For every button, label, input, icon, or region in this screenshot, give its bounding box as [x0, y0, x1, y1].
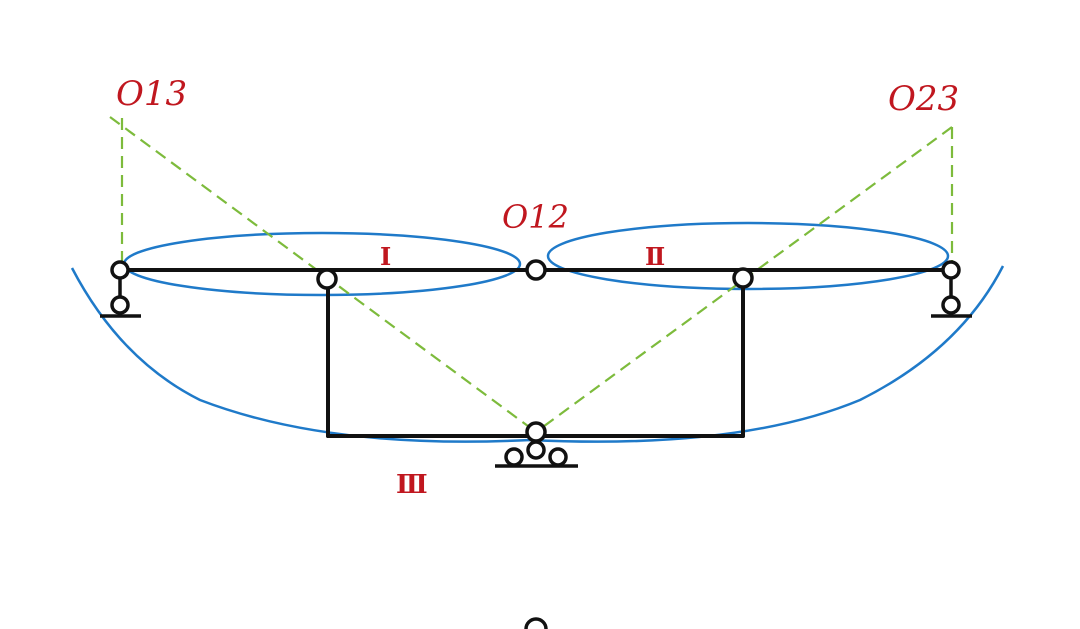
hinge-bottom-center — [525, 421, 547, 443]
hinge-o12 — [525, 259, 547, 281]
roller-left — [504, 447, 524, 467]
roller-middle — [526, 440, 546, 460]
hinge-right-column-top — [732, 267, 754, 289]
frame — [118, 268, 952, 438]
hinge-left-column-top — [316, 268, 338, 290]
labels: O13 O23 O12 Ⅰ Ⅱ Ⅲ — [116, 74, 959, 500]
left-support-bottom-pin — [110, 295, 130, 315]
o13-diagonal-line — [109, 116, 537, 433]
right-support-top-pin — [941, 260, 961, 280]
right-support — [931, 260, 972, 318]
left-support-top-pin — [110, 260, 130, 280]
label-region-3: Ⅲ — [396, 470, 428, 500]
label-region-1: Ⅰ — [380, 242, 391, 271]
body-3-outline — [70, 265, 1005, 443]
hinges — [316, 259, 754, 443]
rigid-body-outlines — [70, 221, 1005, 443]
bottom-support — [495, 440, 578, 468]
label-region-2: Ⅱ — [645, 242, 665, 271]
label-o13: O13 — [116, 74, 187, 114]
left-support — [100, 260, 141, 318]
label-o23: O23 — [888, 79, 959, 119]
right-support-bottom-pin — [941, 295, 961, 315]
body-2-outline — [546, 221, 950, 291]
roller-right — [548, 447, 568, 467]
partial-hinge-bottom — [524, 617, 548, 629]
label-o12: O12 — [502, 198, 569, 236]
